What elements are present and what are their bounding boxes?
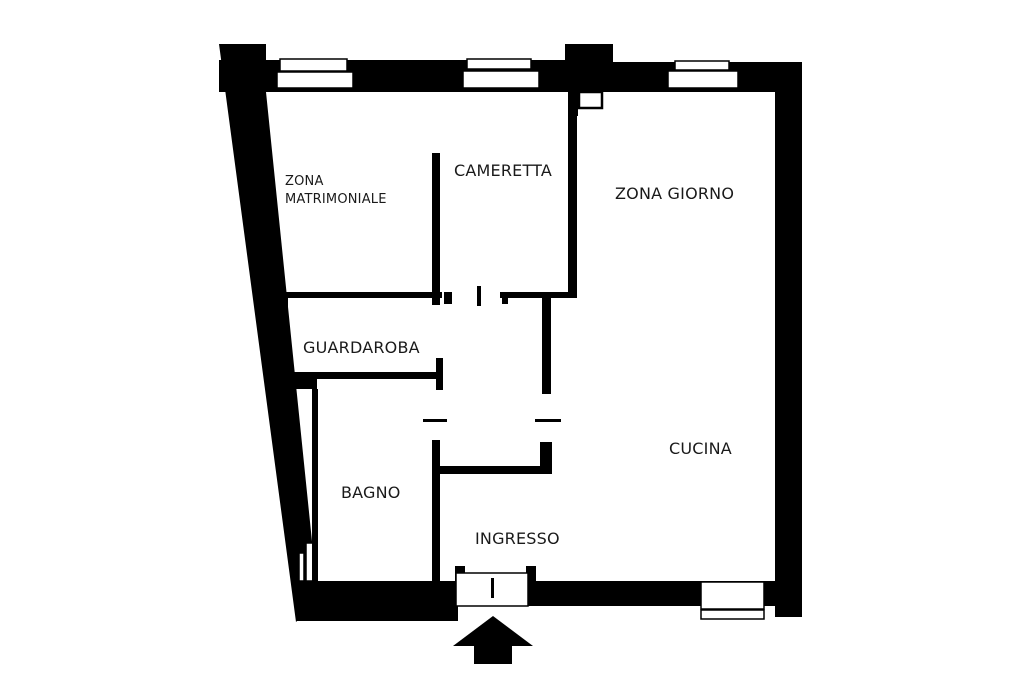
wall-matrimoniale-cameretta <box>432 153 440 305</box>
windows <box>276 58 765 620</box>
wall-bagno-ingresso <box>432 440 440 584</box>
wall-bagno-top <box>287 379 317 389</box>
outer-walls <box>219 44 802 622</box>
wall-bedrooms-bottom-left <box>266 292 442 298</box>
label-cucina: CUCINA <box>669 439 732 458</box>
entrance-arrow-icon <box>453 616 533 664</box>
bottom-wall-left <box>296 581 458 621</box>
room-labels: ZONA MATRIMONIALE CAMERETTA ZONA GIORNO … <box>285 161 734 548</box>
label-zona-matrimoniale-2: MATRIMONIALE <box>285 192 387 207</box>
right-outer-wall <box>775 62 802 617</box>
wall-guardaroba-bottom <box>283 372 441 379</box>
window-top-left <box>276 58 354 89</box>
label-guardaroba: GUARDAROBA <box>303 338 420 357</box>
label-zona-giorno: ZONA GIORNO <box>615 184 734 203</box>
window-bottom-right <box>700 581 765 620</box>
wall-bagno-left <box>312 389 318 584</box>
window-top-middle <box>462 58 540 89</box>
label-cameretta: CAMERETTA <box>454 161 552 180</box>
wall-cameretta-giorno <box>568 92 577 298</box>
window-top-right <box>667 60 739 89</box>
interior-walls <box>266 88 604 607</box>
wall-corridor-right <box>542 298 551 394</box>
label-bagno: BAGNO <box>341 483 401 502</box>
wall-corridor-bottom <box>440 466 552 474</box>
wall-guardaroba-left <box>283 298 288 378</box>
left-outer-wall <box>219 44 318 622</box>
label-zona-matrimoniale-1: ZONA <box>285 174 324 189</box>
wall-bedrooms-bottom-right <box>500 292 577 298</box>
label-ingresso: INGRESSO <box>475 529 560 548</box>
